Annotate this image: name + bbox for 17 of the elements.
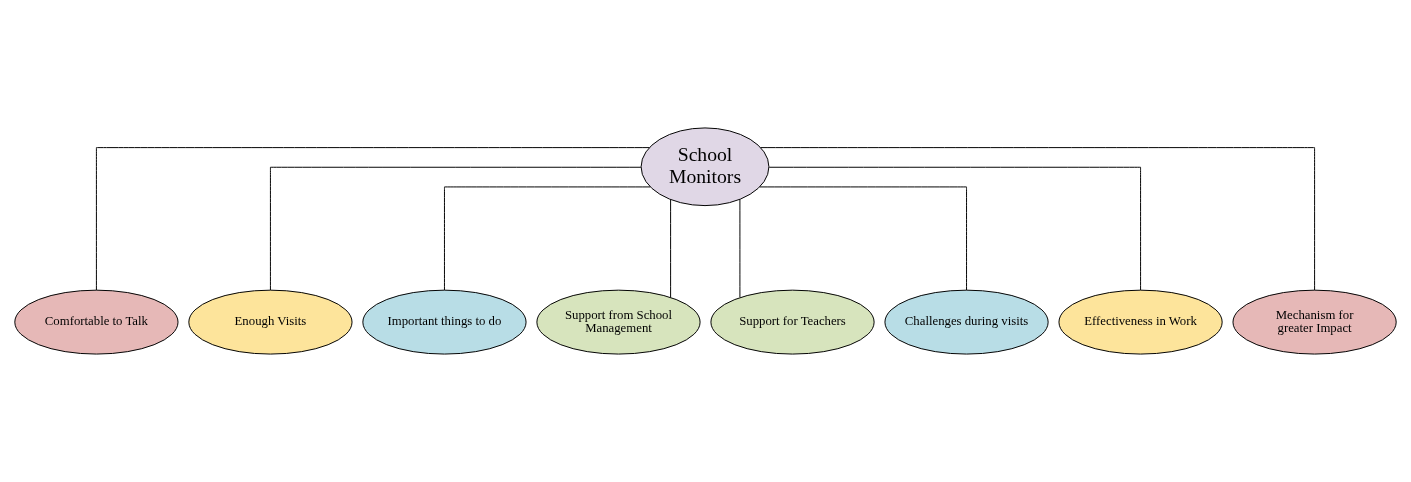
node-ellipse: Enough Visits xyxy=(188,289,353,355)
node-ellipse: Comfortable to Talk xyxy=(14,289,179,355)
node-ellipse: Important things to do xyxy=(362,289,527,355)
connector xyxy=(443,186,651,291)
connector xyxy=(768,166,1142,291)
node-ellipse: Effectiveness in Work xyxy=(1058,289,1223,355)
connector xyxy=(269,166,642,291)
node-ellipse: Support from School Management xyxy=(536,289,701,355)
node-ellipse: Challenges during visits xyxy=(884,289,1049,355)
connector xyxy=(760,147,1316,291)
node-ellipse: Mechanism for greater Impact xyxy=(1232,289,1397,355)
connector xyxy=(739,198,741,298)
connector xyxy=(670,199,672,298)
node-ellipse: School Monitors xyxy=(640,127,770,207)
node-ellipse: Support for Teachers xyxy=(710,289,875,355)
connector xyxy=(95,147,650,291)
connector xyxy=(759,186,968,291)
